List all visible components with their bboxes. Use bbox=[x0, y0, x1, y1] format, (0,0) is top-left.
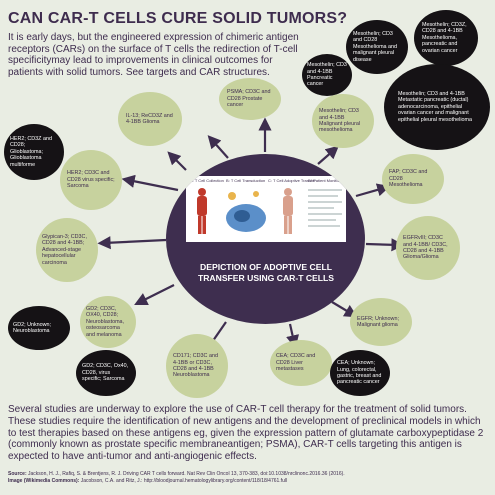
intro-paragraph: It is early days, but the engineered exp… bbox=[8, 32, 299, 78]
source-label: Source: bbox=[8, 471, 27, 477]
target-cea-liver: CEA; CD3C and CD28 Liver metastases bbox=[270, 340, 332, 386]
image-credit-label: Image (Wikimedia Commons): bbox=[8, 478, 80, 484]
source-citation: Jackson, H. J., Rafiq, S. & Brentjens, R… bbox=[28, 471, 345, 477]
source-block: Source: Jackson, H. J., Rafiq, S. & Bren… bbox=[8, 471, 486, 485]
source-line: Source: Jackson, H. J., Rafiq, S. & Bren… bbox=[8, 471, 486, 478]
panel-label-a: A: T Cell Collection bbox=[190, 178, 224, 183]
arrow-gd2-neuro bbox=[134, 284, 175, 305]
illustration-graphic: A: T Cell Collection B: T Cell Transduct… bbox=[190, 178, 345, 234]
cell-transfer-illustration: A: T Cell Collection B: T Cell Transduct… bbox=[186, 176, 346, 242]
target-gd2-neuroblastoma: GD2; CD3C, OX40, CD28; Neuroblastoma, os… bbox=[80, 296, 136, 348]
panel-label-b: B: T Cell Transduction bbox=[226, 178, 265, 183]
target-cd171: CD171; CD3C and 4-1BB or CD3C, CD28 and … bbox=[166, 334, 228, 398]
target-glypican3: Glypican-3; CD3C, CD28 and 4-1BB; Advanc… bbox=[36, 218, 98, 282]
target-psma: PSMA; CD3C and CD28 Prostate cancer bbox=[219, 78, 281, 120]
adoptive-transfer-diagram: A: T Cell Collection B: T Cell Transduct… bbox=[166, 154, 365, 324]
patient-figure-left bbox=[197, 188, 207, 234]
patient-figure-right bbox=[283, 188, 293, 234]
image-credit-line: Image (Wikimedia Commons): Jacobson, C.A… bbox=[8, 478, 486, 485]
target-her2-sarcoma: HER2; CD3C and CD28 virus specific; Sarc… bbox=[60, 150, 122, 210]
arrow-egfrviii bbox=[365, 238, 405, 252]
target-mesothelin-ovarian: Mesothelin; CD3Z, CD28 and 4-1BB Mesothe… bbox=[414, 10, 478, 66]
arrow-psma-side bbox=[167, 151, 187, 171]
target-gd2-unknown: GD2; Unknown; Neuroblastoma bbox=[8, 306, 70, 350]
arrow-glypican bbox=[97, 236, 167, 250]
target-fap: FAP; CD3C and CD28 Mesothelioma bbox=[382, 154, 444, 204]
arrow-il13 bbox=[207, 135, 229, 159]
arrow-meso bbox=[317, 145, 339, 165]
monitoring-text-lines bbox=[308, 189, 342, 227]
arrow-her2-sarcoma bbox=[121, 174, 179, 192]
arrow-cea-liver bbox=[286, 323, 300, 349]
target-mesothelin-pancreatic: Mesothelin; CD3 and 4-1BB Pancreatic can… bbox=[302, 54, 352, 96]
target-mesothelin-disease: Mesothelin; CD3 and CD28 Mesothelioma an… bbox=[346, 20, 408, 74]
panel-label-c: C: T Cell Adoptive Transfer bbox=[268, 178, 316, 183]
target-gd2-sarcoma: GD2; CD3C, Ox40, CD28, virus specific; S… bbox=[76, 350, 136, 396]
target-egfr: EGFR; Unknown; Malignant glioma bbox=[350, 298, 412, 346]
target-egfrviii: EGFRvIII; CD3C and 4-1BB/ CD3C, CD28 and… bbox=[396, 216, 460, 280]
transduction-cell bbox=[226, 191, 266, 232]
target-il13: IL-13; ReCD3Z and 4-1BB Glioma bbox=[118, 92, 182, 146]
target-her2-glioblastoma: HER2; CD3Z and CD28; Glioblastoma; Gliob… bbox=[4, 124, 64, 180]
page-title: CAN CAR-T CELLS CURE SOLID TUMORS? bbox=[8, 10, 348, 27]
conclusion-paragraph: Several studies are underway to explore … bbox=[8, 404, 484, 463]
arrow-fap bbox=[355, 183, 391, 198]
target-mesothelin-pleural: Mesothelin; CD3 and 4-1BB Malignant pleu… bbox=[312, 94, 374, 148]
arrow-egfr bbox=[331, 301, 358, 318]
panel-label-d: D: Patient Monitoring bbox=[308, 178, 345, 183]
image-credit-text: Jacobson, C.A. and Ritz, J.: http://bloo… bbox=[80, 478, 288, 484]
center-caption: DEPICTION OF ADOPTIVE CELL TRANSFER USIN… bbox=[197, 262, 335, 283]
target-mesothelin-metastatic: Mesothelin; CD3 and 4-1BB Metastatic pan… bbox=[384, 64, 490, 150]
target-cea-unknown: CEA; Unknown; Lung, colorectal, gastric,… bbox=[330, 350, 390, 396]
